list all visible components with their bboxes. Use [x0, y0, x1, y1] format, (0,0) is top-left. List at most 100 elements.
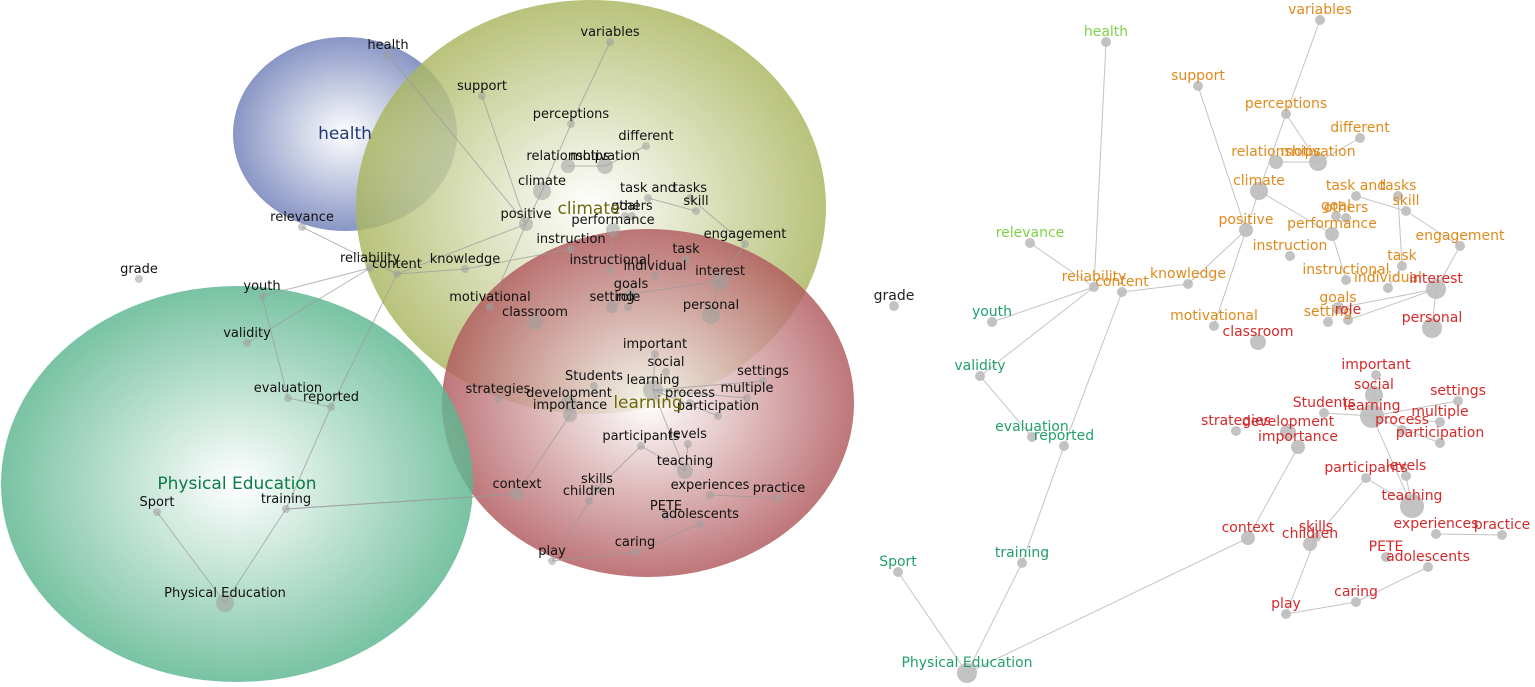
term-label-instructional: instructional [570, 253, 651, 268]
r-node-context [1241, 531, 1255, 545]
r-node-settings [1453, 396, 1463, 406]
r-term-label-motivation: motivation [1280, 144, 1355, 160]
term-label-adolescents: adolescents [661, 507, 739, 522]
r-term-label-multiple: multiple [1411, 404, 1468, 420]
r-node-engagement [1455, 241, 1465, 251]
r-node-development [1280, 424, 1296, 440]
r-term-label-setting: setting [1304, 304, 1353, 320]
r-term-label-participants: participants [1324, 460, 1407, 476]
edge-reliability-validity [246, 267, 371, 344]
term-label-knowledge: knowledge [430, 252, 500, 267]
r-term-label-tasks: tasks [1380, 178, 1417, 194]
node-classroom [527, 314, 543, 330]
term-label-validity: validity [223, 326, 271, 341]
edge-perceptions-climate [541, 123, 572, 192]
r-edge-performance-instructional [1331, 233, 1347, 281]
node-relevance [298, 223, 306, 231]
node-reliability [366, 264, 374, 272]
r-edge-role-interest [1347, 288, 1437, 321]
edge-variables-perceptions [570, 41, 611, 125]
term-label-relevance: relevance [270, 210, 334, 225]
r-edge-physical_education-sport [897, 571, 968, 674]
r-term-label-relevance: relevance [996, 225, 1065, 241]
r-edge-task_and-skill [1355, 195, 1407, 212]
r-edge-validity-evaluation [979, 375, 1033, 438]
term-label-reliability: reliability [340, 251, 400, 266]
r-edge-content-reported [1063, 291, 1123, 447]
node-reported [327, 403, 335, 411]
node-physical_education [216, 594, 234, 612]
node-motivational [486, 303, 494, 311]
r-edge-play-caring [1285, 601, 1357, 615]
r-term-label-important: important [1341, 357, 1411, 373]
node-play [548, 557, 556, 565]
edge-tasks-engagement [689, 197, 746, 245]
r-node-others [1341, 213, 1351, 223]
term-label-multiple: multiple [720, 381, 773, 396]
term-label-individual: individual [623, 259, 686, 274]
node-skill [692, 207, 700, 215]
edge-positive-motivational [489, 223, 527, 308]
term-label-settings: settings [737, 364, 789, 379]
r-node-grade [889, 301, 899, 311]
edge-learning-settings [652, 380, 764, 391]
node-students [590, 382, 598, 390]
term-label-grade: grade [120, 262, 158, 277]
r-node-support [1193, 81, 1203, 91]
node-teaching [677, 463, 693, 479]
r-edge-reliability-validity [979, 286, 1095, 377]
r-node-performance [1325, 227, 1339, 241]
r-term-label-engagement: engagement [1415, 228, 1505, 244]
edge-content-reported [330, 273, 398, 408]
term-label-support: support [457, 79, 507, 94]
r-term-label-personal: personal [1402, 310, 1462, 326]
node-participation [714, 412, 722, 420]
r-term-label-classroom: classroom [1223, 324, 1294, 340]
node-variables [606, 38, 614, 46]
term-label-teaching: teaching [657, 454, 714, 469]
node-multiple [743, 394, 751, 402]
r-edge-reported-training [1021, 445, 1065, 564]
term-label-task_and: task and [620, 181, 676, 196]
r-edge-experiences-practice [1435, 533, 1503, 536]
term-label-practice: practice [753, 481, 806, 496]
term-label-sport: Sport [140, 495, 175, 510]
r-node-physical_education [957, 663, 977, 683]
node-sport [153, 508, 161, 516]
term-label-youth: youth [243, 279, 280, 294]
r-term-label-caring: caring [1334, 584, 1378, 600]
r-node-youth [987, 317, 997, 327]
r-node-goal [1331, 211, 1341, 221]
node-important [651, 350, 659, 358]
node-others [628, 212, 636, 220]
term-label-pete: PETE [650, 499, 682, 514]
r-edge-context-physical_education [966, 537, 1249, 674]
r-node-experiences [1431, 529, 1441, 539]
r-node-tasks [1393, 191, 1403, 201]
term-label-health: health [367, 38, 408, 53]
node-different [642, 142, 650, 150]
edge-evaluation-reported [287, 397, 332, 408]
edge-physical_education-training [224, 508, 287, 604]
r-term-label-instructional: instructional [1302, 262, 1389, 278]
term-label-personal: personal [683, 298, 739, 313]
cluster-label-health: health [318, 124, 372, 144]
node-perceptions [567, 120, 575, 128]
r-term-label-participation: participation [1396, 425, 1484, 441]
term-label-social: social [647, 355, 684, 370]
r-term-label-reliability: reliability [1062, 269, 1127, 285]
term-label-others: others [611, 199, 653, 214]
term-label-task: task [672, 242, 700, 257]
term-label-perceptions: perceptions [533, 107, 610, 122]
r-node-levels [1401, 471, 1411, 481]
r-edge-positive-knowledge [1187, 229, 1247, 285]
r-term-label-reported: reported [1034, 428, 1094, 444]
r-term-label-interest: interest [1409, 271, 1463, 287]
r-term-label-individual: individual [1354, 270, 1422, 286]
r-node-task [1397, 261, 1407, 271]
node-goals [625, 288, 637, 300]
edge-knowledge-instruction [464, 248, 572, 270]
r-node-evaluation [1027, 432, 1037, 442]
node-grade [135, 275, 143, 283]
